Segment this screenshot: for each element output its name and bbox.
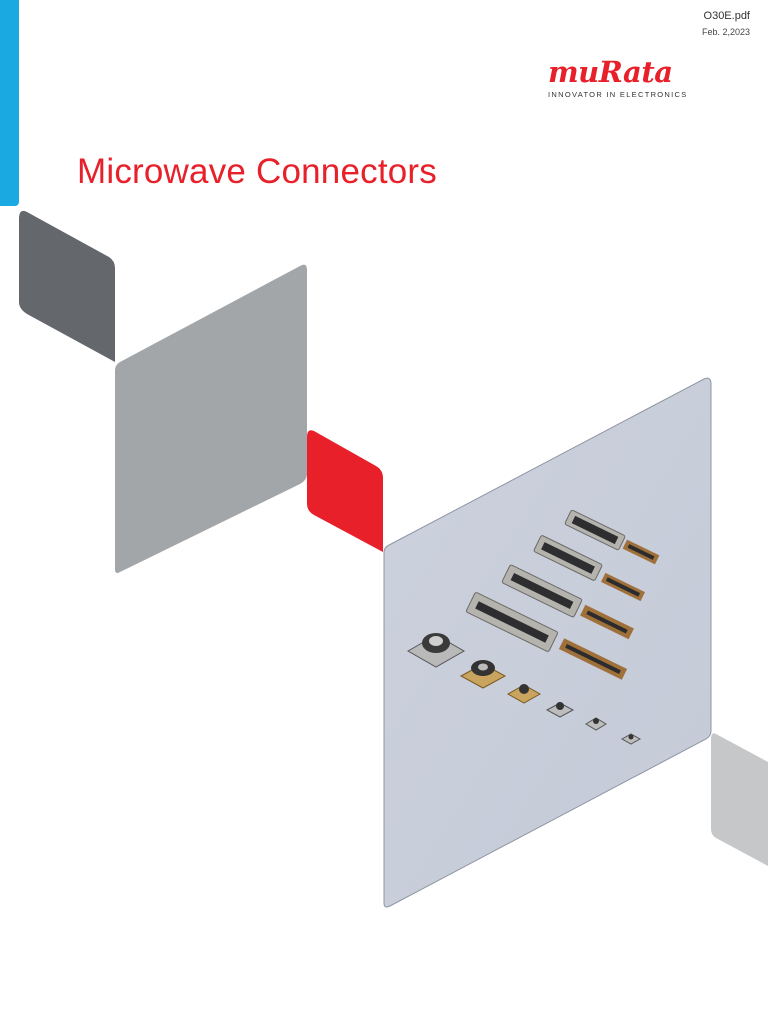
coaxial-connector-1 (406, 633, 466, 668)
receptacle-strip-3 (580, 604, 634, 640)
document-code: O30E.pdf (703, 10, 750, 22)
murata-logo: muRata INNOVATOR IN ELECTRONICS (548, 56, 708, 99)
board-connector-2 (533, 535, 603, 581)
blue-accent-bar (0, 0, 19, 206)
coaxial-connector-3 (506, 684, 542, 704)
dark-grey-panel (19, 210, 115, 362)
cover-title: Microwave Connectors (77, 152, 437, 191)
red-panel (307, 430, 383, 552)
receptacle-strip-2 (601, 572, 645, 602)
board-connector-3 (501, 564, 583, 618)
logo-tagline: INNOVATOR IN ELECTRONICS (548, 90, 688, 99)
coaxial-connector-2 (459, 660, 507, 689)
light-grey-panel (115, 264, 307, 573)
board-connector-4 (466, 592, 558, 652)
coaxial-connector-5 (585, 717, 607, 731)
document-date: Feb. 2,2023 (701, 27, 750, 37)
small-grey-panel (711, 733, 768, 866)
connector-products-image (406, 509, 660, 745)
board-connector-1 (564, 509, 626, 551)
receptacle-strip-4 (558, 638, 628, 680)
coaxial-connector-6 (620, 733, 642, 745)
logo-wordmark: muRata (548, 55, 673, 89)
coaxial-connector-4 (545, 702, 575, 718)
receptacle-strip-1 (622, 539, 660, 565)
